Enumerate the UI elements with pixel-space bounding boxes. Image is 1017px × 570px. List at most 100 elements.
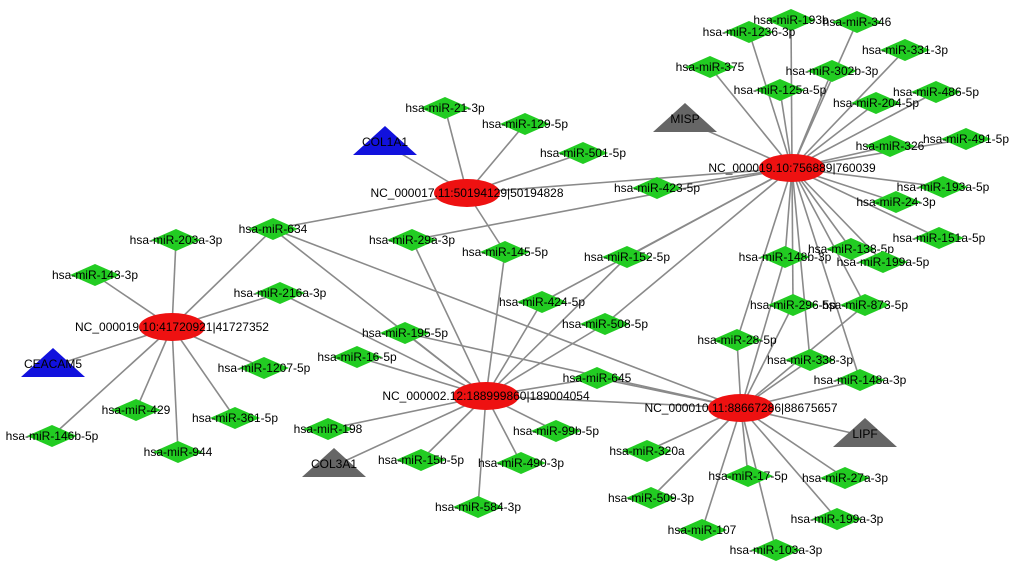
node-m1207[interactable]: hsa-miR-1207-5p (218, 357, 311, 379)
node-m125a[interactable]: hsa-miR-125a-5p (734, 79, 827, 101)
node-m129[interactable]: hsa-miR-129-5p (482, 113, 568, 135)
edge-c5-m296 (740, 304, 794, 409)
node-m99b[interactable]: hsa-miR-99b-5p (513, 420, 599, 442)
node-m509[interactable]: hsa-miR-509-3p (608, 487, 694, 509)
node-m199a3[interactable]: hsa-miR-199a-3p (791, 508, 884, 530)
node-g_col3a1[interactable]: COL3A1 (302, 448, 366, 477)
node-m16[interactable]: hsa-miR-16-5p (317, 346, 397, 368)
node-m103a[interactable]: hsa-miR-103a-3p (730, 539, 823, 561)
node-label: hsa-miR-129-5p (482, 117, 568, 131)
mirna-diamond (517, 291, 567, 313)
node-m508[interactable]: hsa-miR-508-5p (562, 313, 648, 335)
node-label: hsa-miR-146b-5p (6, 429, 99, 443)
mirna-diamond (918, 176, 968, 198)
mirna-diamond (768, 294, 818, 316)
node-m193b[interactable]: hsa-miR-193b (753, 9, 829, 31)
node-m15b[interactable]: hsa-miR-15b-5p (378, 449, 464, 471)
node-m17[interactable]: hsa-miR-17-5p (708, 465, 788, 487)
node-m331[interactable]: hsa-miR-331-3p (862, 39, 948, 61)
node-m198[interactable]: hsa-miR-198 (294, 418, 363, 440)
node-label: hsa-miR-199a-3p (791, 512, 884, 526)
node-g_col1a1[interactable]: COL1A1 (353, 126, 417, 155)
node-m873[interactable]: hsa-miR-873-5p (822, 294, 908, 316)
node-m148a[interactable]: hsa-miR-148a-3p (814, 369, 907, 391)
node-m361[interactable]: hsa-miR-361-5p (192, 407, 278, 429)
node-m195[interactable]: hsa-miR-195-5p (362, 322, 448, 344)
node-label: hsa-miR-634 (239, 222, 308, 236)
node-m29a[interactable]: hsa-miR-29a-3p (369, 229, 455, 251)
mirna-diamond (380, 322, 430, 344)
node-g_lipf[interactable]: LIPF (833, 418, 897, 447)
edge-c2-m151a (791, 167, 940, 239)
gene-triangle (302, 448, 366, 477)
node-m296[interactable]: hsa-miR-296-5p (750, 294, 836, 316)
node-m138[interactable]: hsa-miR-138-5p (808, 238, 894, 260)
edge-c2-m28 (736, 167, 793, 341)
edge-c4-g_col3a1 (333, 395, 487, 467)
node-m145[interactable]: hsa-miR-145-5p (462, 241, 548, 263)
node-c4[interactable]: NC_000002.12:188999860|189004054 (382, 382, 590, 410)
node-m424[interactable]: hsa-miR-424-5p (499, 291, 585, 313)
edge-c4-m145 (485, 251, 506, 397)
node-g_ceacam5[interactable]: CEACAM5 (21, 348, 85, 377)
node-m199a5[interactable]: hsa-miR-199a-5p (837, 251, 930, 273)
node-m490[interactable]: hsa-miR-490-3p (478, 452, 564, 474)
node-m151a[interactable]: hsa-miR-151a-5p (893, 227, 986, 249)
node-m375[interactable]: hsa-miR-375 (676, 56, 745, 78)
node-c2[interactable]: NC_000019.10:756889|760039 (708, 154, 876, 182)
node-m429[interactable]: hsa-miR-429 (102, 399, 171, 421)
node-label: hsa-miR-338-3p (767, 353, 853, 367)
node-m634[interactable]: hsa-miR-634 (239, 218, 308, 240)
node-m21[interactable]: hsa-miR-21-3p (405, 97, 485, 119)
node-label: hsa-miR-204-5p (833, 96, 919, 110)
node-m27a[interactable]: hsa-miR-27a-3p (802, 467, 888, 489)
mirna-diamond (531, 420, 581, 442)
edge-c5-m195 (404, 332, 742, 409)
edge-c5-m634 (272, 228, 742, 409)
node-m28[interactable]: hsa-miR-28-5p (697, 329, 777, 351)
mirna-diamond (880, 39, 930, 61)
node-label: hsa-miR-16-5p (317, 350, 397, 364)
node-m1236[interactable]: hsa-miR-1236-3p (703, 21, 796, 43)
node-label: hsa-miR-490-3p (478, 456, 564, 470)
node-m326[interactable]: hsa-miR-326 (856, 135, 925, 157)
mirna-diamond (239, 357, 289, 379)
mirna-diamond (724, 21, 774, 43)
edge-c2-m138 (791, 167, 852, 250)
node-m501[interactable]: hsa-miR-501-5p (540, 142, 626, 164)
node-m146b[interactable]: hsa-miR-146b-5p (6, 425, 99, 447)
edge-c4-m29a (411, 239, 487, 397)
node-m338[interactable]: hsa-miR-338-3p (767, 349, 853, 371)
node-m193a[interactable]: hsa-miR-193a-5p (897, 176, 990, 198)
node-m24[interactable]: hsa-miR-24-3p (856, 191, 936, 213)
node-m204[interactable]: hsa-miR-204-5p (833, 92, 919, 114)
node-m302b[interactable]: hsa-miR-302b-3p (786, 60, 879, 82)
node-m107[interactable]: hsa-miR-107 (668, 519, 737, 541)
node-m203a[interactable]: hsa-miR-203a-3p (130, 229, 223, 251)
node-label: hsa-miR-375 (676, 60, 745, 74)
node-m152[interactable]: hsa-miR-152-5p (584, 246, 670, 268)
node-m944[interactable]: hsa-miR-944 (144, 441, 213, 463)
node-label: hsa-miR-27a-3p (802, 471, 888, 485)
node-m645[interactable]: hsa-miR-645 (563, 367, 632, 389)
mirna-diamond (865, 135, 915, 157)
node-m423[interactable]: hsa-miR-423-5p (614, 177, 700, 199)
gene-triangle (833, 418, 897, 447)
node-g_misp[interactable]: MISP (653, 103, 717, 132)
node-m143[interactable]: hsa-miR-143-3p (52, 264, 138, 286)
node-c5[interactable]: NC_000010.11:88667286|88675657 (644, 394, 838, 422)
node-m486[interactable]: hsa-miR-486-5p (893, 81, 979, 103)
node-label: hsa-miR-203a-3p (130, 233, 223, 247)
node-m320a[interactable]: hsa-miR-320a (609, 440, 685, 462)
node-m216a[interactable]: hsa-miR-216a-3p (234, 282, 327, 304)
node-label: hsa-miR-143-3p (52, 268, 138, 282)
edge-c2-m148a (791, 167, 861, 381)
node-m584[interactable]: hsa-miR-584-3p (435, 496, 521, 518)
node-m148b[interactable]: hsa-miR-148b-3p (739, 246, 832, 268)
node-m491[interactable]: hsa-miR-491-5p (923, 128, 1009, 150)
node-c3[interactable]: NC_000019.10:41720921|41727352 (75, 313, 269, 341)
mirna-diamond (248, 218, 298, 240)
node-c1[interactable]: NC_000017.11:50194129|50194828 (370, 179, 564, 207)
node-m346[interactable]: hsa-miR-346 (823, 11, 892, 33)
